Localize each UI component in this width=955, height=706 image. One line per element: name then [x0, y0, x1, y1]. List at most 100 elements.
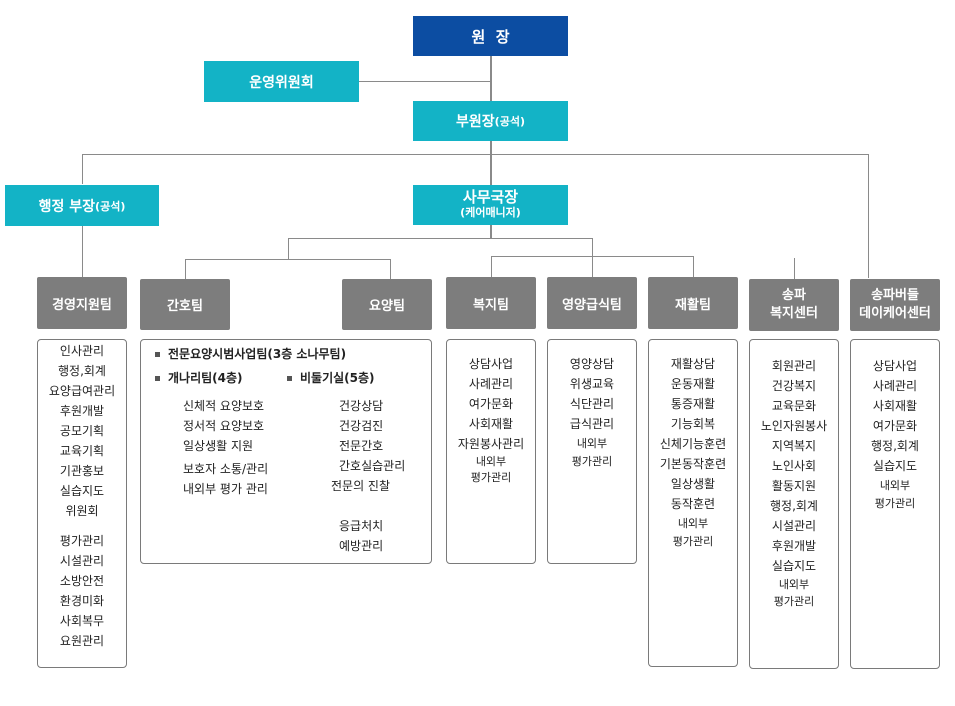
team-label: 송파버들 — [871, 288, 919, 303]
team-songpa-daycare: 송파버들 데이케어센터 — [850, 279, 940, 331]
connector-line — [288, 238, 289, 260]
bullet-icon — [287, 376, 292, 381]
connector-line — [490, 56, 492, 102]
duty-item: 건강복지 — [771, 379, 817, 393]
duty-item: 후원개발 — [771, 539, 817, 553]
connector-line — [491, 256, 694, 257]
duty-item: 통증재활 — [670, 397, 716, 411]
connector-line — [82, 154, 83, 184]
team-rehab: 재활팀 — [648, 277, 738, 329]
team-nursing: 간호팀 — [140, 279, 230, 330]
duty-item: 시설관리 — [771, 519, 817, 533]
panel-songpa-daycare: 상담사업 사례관리 사회재활 여가문화 행정,회계 실습지도 내외부 평가관리 — [850, 339, 940, 669]
care-left-list: 신체적 요양보호 정서적 요양보호 일상생활 지원 보호자 소통/관리 내외부 … — [183, 396, 268, 499]
duty-item: 사회복무 — [59, 614, 105, 628]
duty-item: 상담사업 — [872, 359, 918, 373]
duty-item: 시설관리 — [59, 554, 105, 568]
duty-item: 상담사업 — [468, 357, 514, 371]
duty-item: 활동지원 — [771, 479, 817, 493]
duty-item: 사회재활 — [468, 417, 514, 431]
duty-item: 급식관리 — [569, 417, 615, 431]
duty-item: 기관홍보 — [59, 464, 105, 478]
duty-item: 후원개발 — [59, 404, 105, 418]
duty-item: 전문의 진찰 — [331, 479, 391, 493]
duty-item: 회원관리 — [771, 359, 817, 373]
duty-item: 예방관리 — [339, 539, 384, 553]
duty-item: 간호실습관리 — [339, 459, 406, 473]
duty-item: 신체적 요양보호 — [183, 399, 265, 413]
duty-item: 위원회 — [65, 504, 99, 518]
duty-item: 사회재활 — [872, 399, 918, 413]
duty-item: 평가관리 — [470, 471, 512, 484]
duty-item: 교육기획 — [59, 444, 105, 458]
duty-item: 사례관리 — [468, 377, 514, 391]
admin-head-note: (공석) — [95, 199, 126, 213]
duty-item: 환경미화 — [59, 594, 105, 608]
duty-item: 여가문화 — [468, 397, 514, 411]
committee-label: 운영위원회 — [249, 74, 314, 91]
director-label: 원 장 — [471, 27, 510, 46]
duty-item: 실습지도 — [771, 559, 817, 573]
duty-item: 일상생활 지원 — [183, 439, 254, 453]
duty-item: 내외부 — [677, 517, 709, 530]
duty-item: 자원봉사관리 — [457, 437, 525, 451]
team-label: 송파 — [782, 288, 806, 303]
vice-director-label: 부원장 — [456, 114, 495, 130]
connector-line — [288, 238, 593, 239]
connector-line — [490, 140, 492, 188]
duty-item: 일상생활 — [670, 477, 716, 491]
team-label: 복지팀 — [473, 297, 509, 313]
team-label: 간호팀 — [167, 299, 203, 314]
duty-item: 전문간호 — [339, 439, 384, 453]
connector-line — [868, 154, 869, 278]
team-label: 요양팀 — [369, 299, 405, 314]
duty-item: 내외부 평가 관리 — [183, 482, 268, 496]
duty-item: 동작훈련 — [670, 497, 716, 511]
duty-item: 기본동작훈련 — [659, 457, 727, 471]
panel-welfare: 상담사업 사례관리 여가문화 사회재활 자원봉사관리 내외부 평가관리 — [446, 339, 536, 564]
bullet-icon — [155, 376, 160, 381]
duty-item: 정서적 요양보호 — [183, 419, 265, 433]
duty-item: 보호자 소통/관리 — [183, 462, 269, 476]
duty-item: 지역복지 — [771, 439, 817, 453]
duty-item: 내외부 — [879, 479, 911, 492]
care-right-list: 건강상담 건강검진 전문간호 간호실습관리 전문의 진찰 응급처치 예방관리 — [331, 396, 405, 556]
connector-line — [185, 259, 186, 280]
duty-item: 신체기능훈련 — [659, 437, 727, 451]
care-header-2b: 비둘기실(5층) — [287, 368, 375, 388]
duty-item: 내외부 — [475, 455, 507, 468]
connector-line — [82, 154, 869, 155]
vice-director-box: 부원장 (공석) — [413, 101, 568, 141]
connector-line — [491, 256, 492, 278]
admin-head-box: 행정 부장 (공석) — [5, 185, 159, 226]
duty-item: 여가문화 — [872, 419, 918, 433]
connector-line — [390, 259, 391, 280]
care-header-1: 전문요양시범사업팀(3층 소나무팀) — [155, 344, 346, 364]
duty-item: 위생교육 — [569, 377, 615, 391]
secretary-box: 사무국장 (케어매니저) — [413, 185, 568, 225]
spacer — [38, 521, 126, 531]
team-label: 데이케어센터 — [859, 306, 931, 321]
duty-item: 건강검진 — [339, 419, 384, 433]
duty-item: 소방안전 — [59, 574, 105, 588]
duty-item: 평가관리 — [672, 535, 714, 548]
duty-item: 요원관리 — [59, 634, 105, 648]
duty-item: 행정,회계 — [871, 439, 919, 453]
duty-item: 식단관리 — [569, 397, 615, 411]
secretary-note: (케어매니저) — [460, 206, 521, 219]
care-header-text: 전문요양시범사업팀(3층 소나무팀) — [168, 347, 347, 361]
care-header-text: 비둘기실(5층) — [300, 371, 375, 385]
panel-songpa-welfare: 회원관리 건강복지 교육문화 노인자원봉사 지역복지 노인사회 활동지원 행정,… — [749, 339, 839, 669]
duty-item: 재활상담 — [670, 357, 716, 371]
admin-head-label: 행정 부장 — [38, 198, 96, 215]
duty-item: 교육문화 — [771, 399, 817, 413]
care-header-text: 개나리팀(4층) — [168, 371, 243, 385]
duty-item: 실습지도 — [872, 459, 918, 473]
panel-nutrition: 영양상담 위생교육 식단관리 급식관리 내외부 평가관리 — [547, 339, 637, 564]
team-care: 요양팀 — [342, 279, 432, 330]
duty-item: 응급처치 — [339, 519, 384, 533]
duty-item: 내외부 — [778, 578, 810, 591]
team-label: 재활팀 — [675, 297, 711, 313]
committee-box: 운영위원회 — [204, 61, 359, 102]
connector-line — [82, 226, 83, 279]
